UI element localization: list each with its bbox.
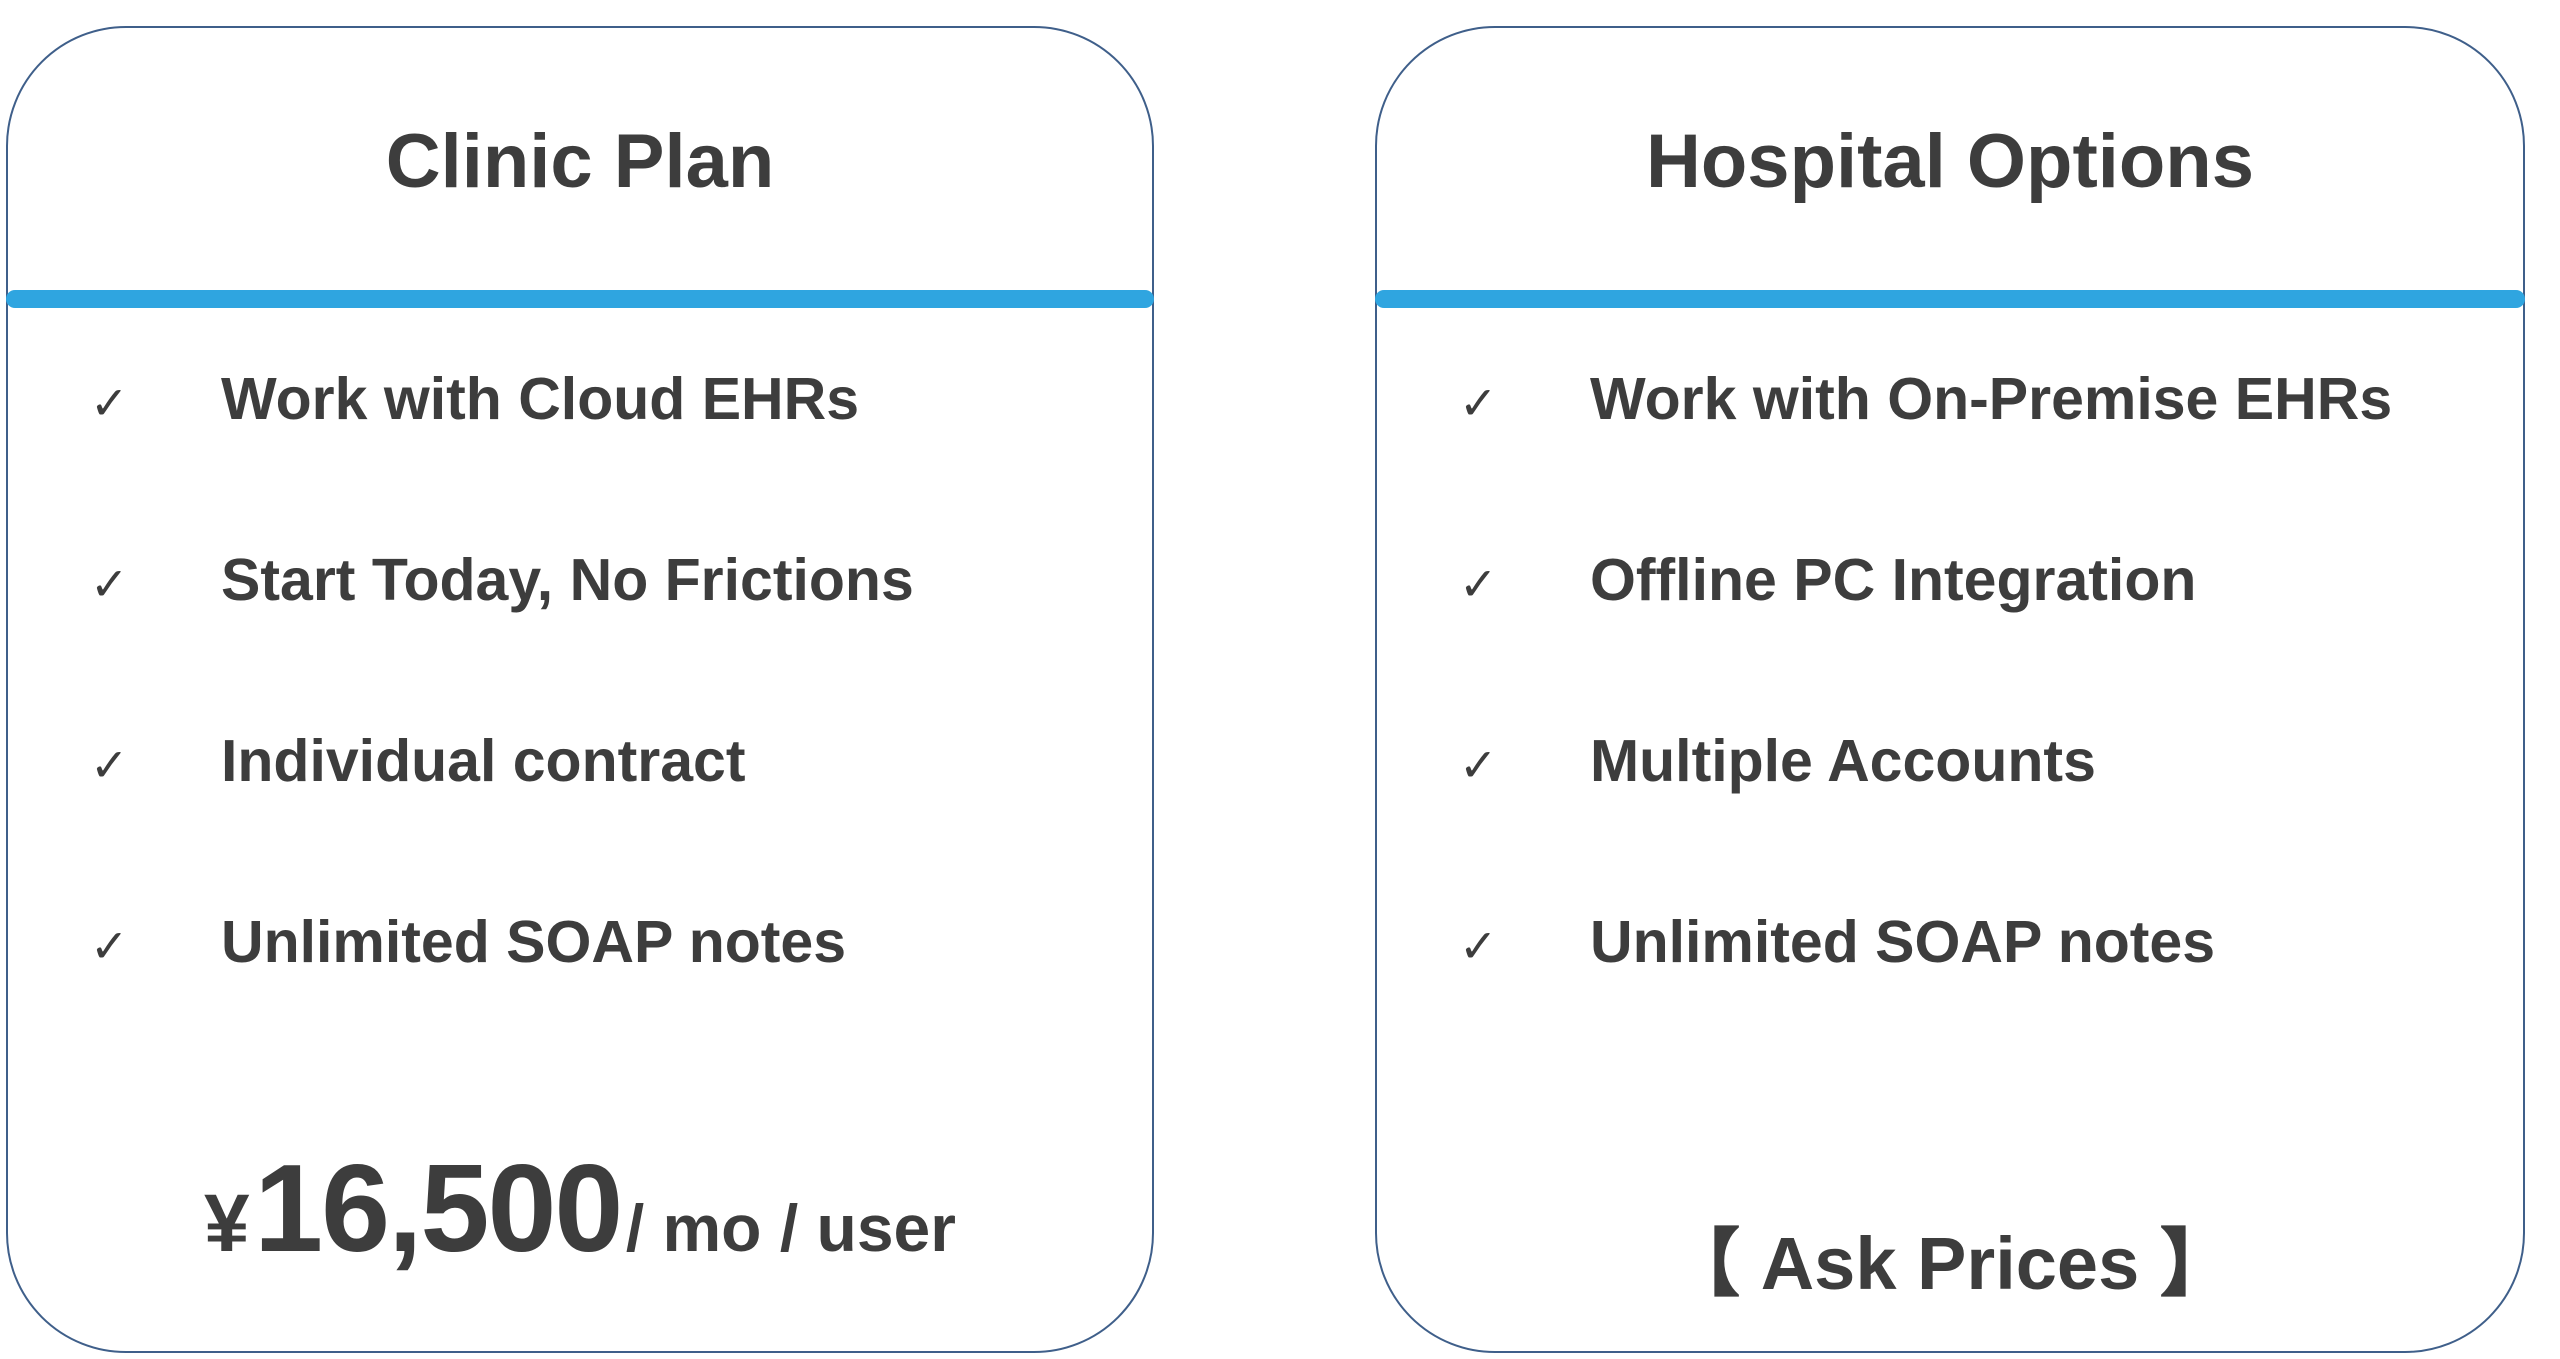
- feature-label: Individual contract: [221, 728, 746, 794]
- hospital-options-divider: [1375, 290, 2525, 308]
- checkmark-icon: ✓: [90, 919, 129, 973]
- clinic-price: ¥ 16,500 / mo / user: [8, 1138, 1152, 1280]
- checkmark-icon: ✓: [90, 557, 129, 611]
- hospital-options-card: Hospital Options ✓ Work with On-Premise …: [1375, 26, 2525, 1353]
- checkmark-icon: ✓: [1459, 919, 1498, 973]
- clinic-plan-divider: [6, 290, 1154, 308]
- feature-label: Work with Cloud EHRs: [221, 366, 860, 432]
- feature-label: Start Today, No Frictions: [221, 547, 914, 613]
- checkmark-icon: ✓: [1459, 557, 1498, 611]
- checkmark-icon: ✓: [90, 376, 129, 430]
- feature-label: Work with On-Premise EHRs: [1590, 366, 2393, 432]
- clinic-plan-title: Clinic Plan: [385, 119, 775, 204]
- feature-item: ✓ Unlimited SOAP notes: [1377, 906, 2523, 1087]
- price-currency: ¥: [204, 1178, 250, 1269]
- price-amount: 16,500: [254, 1140, 623, 1278]
- checkmark-icon: ✓: [1459, 738, 1498, 792]
- feature-item: ✓ Multiple Accounts: [1377, 725, 2523, 906]
- clinic-plan-card: Clinic Plan ✓ Work with Cloud EHRs ✓ Sta…: [6, 26, 1154, 1353]
- feature-item: ✓ Work with On-Premise EHRs: [1377, 363, 2523, 544]
- hospital-options-title: Hospital Options: [1646, 119, 2254, 204]
- feature-item: ✓ Individual contract: [8, 725, 1152, 906]
- feature-label: Multiple Accounts: [1590, 728, 2096, 794]
- clinic-feature-list: ✓ Work with Cloud EHRs ✓ Start Today, No…: [8, 363, 1152, 1087]
- feature-label: Offline PC Integration: [1590, 547, 2197, 613]
- feature-item: ✓ Work with Cloud EHRs: [8, 363, 1152, 544]
- feature-item: ✓ Unlimited SOAP notes: [8, 906, 1152, 1087]
- checkmark-icon: ✓: [1459, 376, 1498, 430]
- price-unit: / mo / user: [625, 1191, 956, 1265]
- feature-label: Unlimited SOAP notes: [221, 909, 847, 975]
- ask-prices-link[interactable]: 【 Ask Prices 】: [1666, 1222, 2234, 1305]
- feature-label: Unlimited SOAP notes: [1590, 909, 2216, 975]
- feature-item: ✓ Offline PC Integration: [1377, 544, 2523, 725]
- checkmark-icon: ✓: [90, 738, 129, 792]
- feature-item: ✓ Start Today, No Frictions: [8, 544, 1152, 725]
- hospital-feature-list: ✓ Work with On-Premise EHRs ✓ Offline PC…: [1377, 363, 2523, 1087]
